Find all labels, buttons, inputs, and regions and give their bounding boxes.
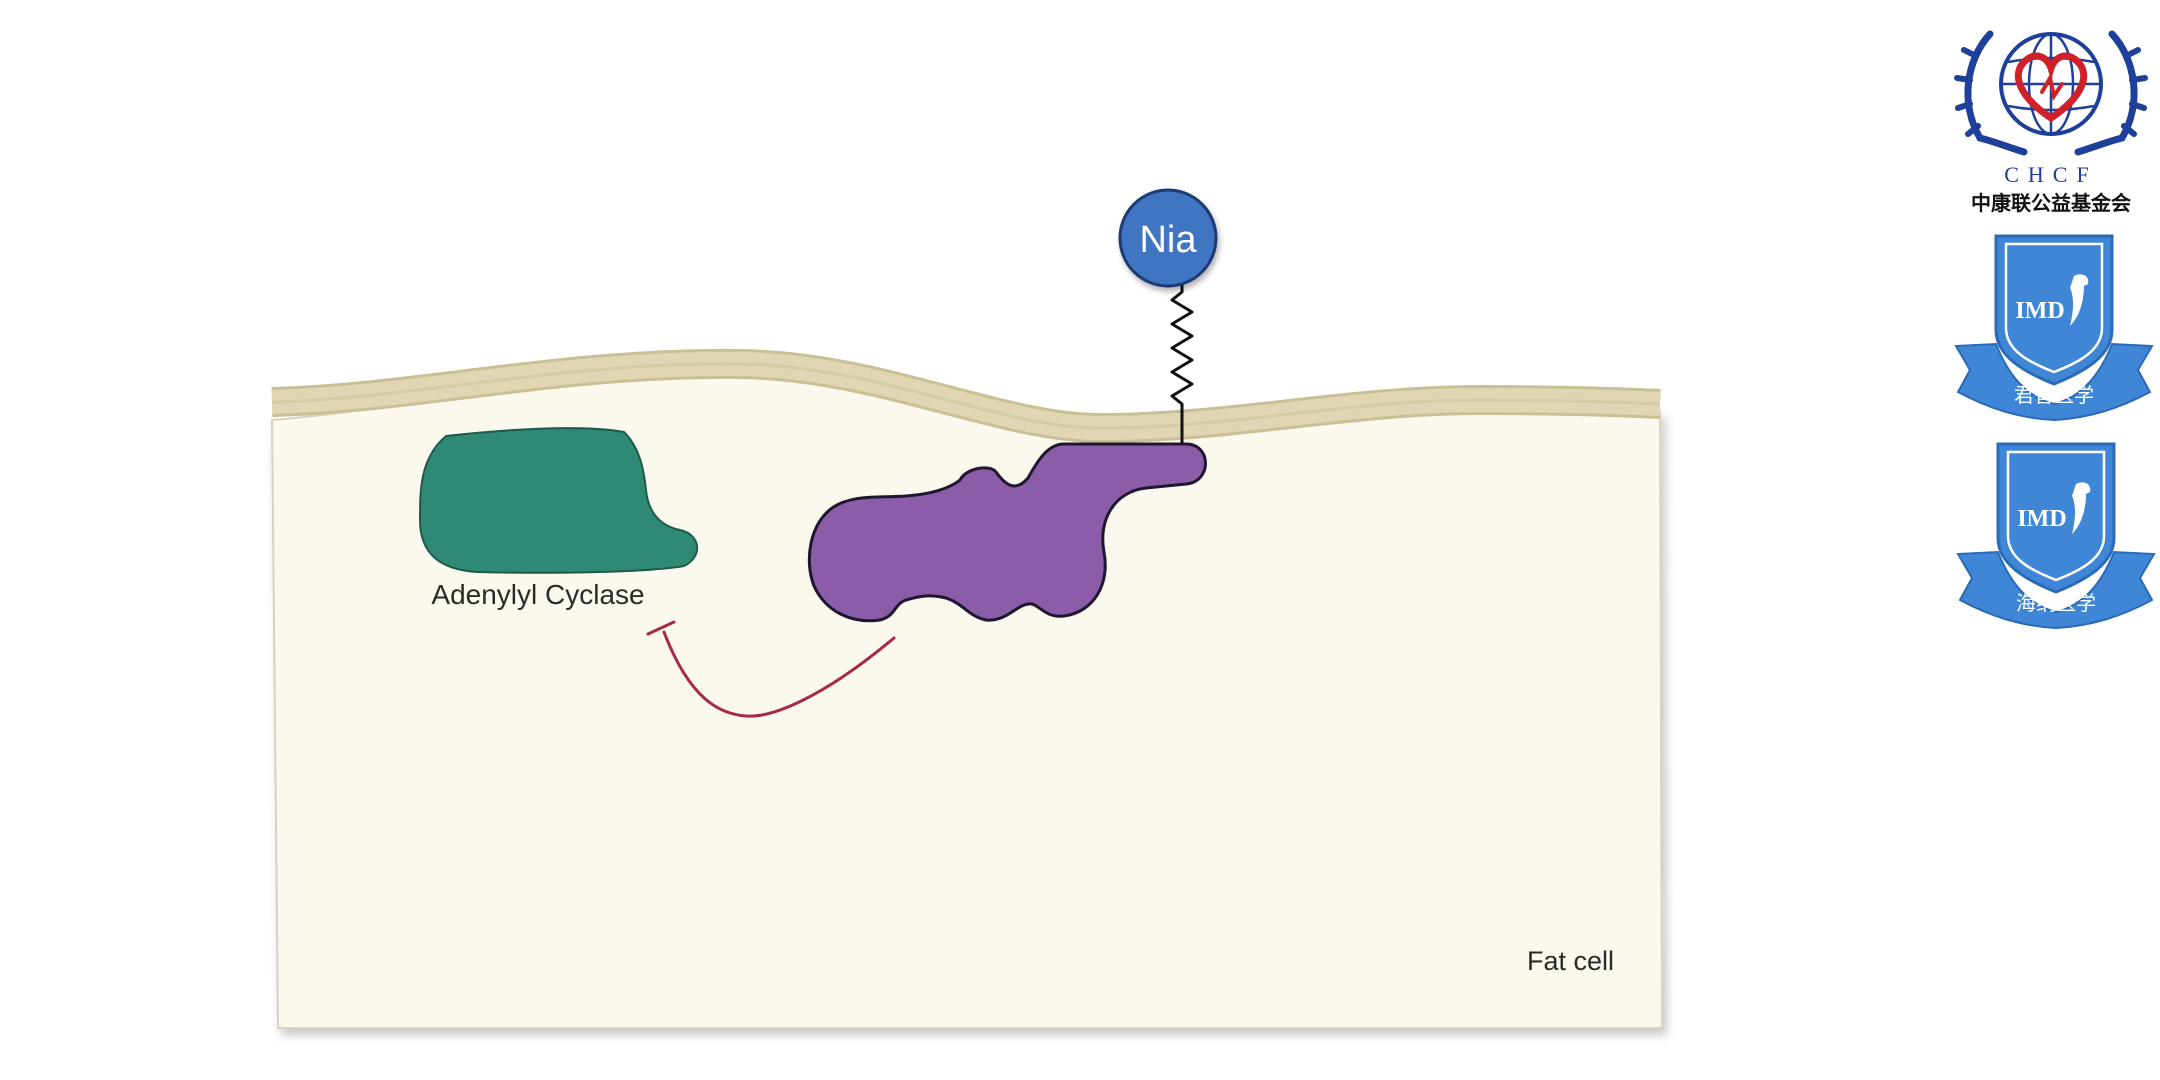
nia-ligand-ball	[1118, 188, 1218, 288]
membrane-center-line	[271, 362, 1661, 430]
adenylyl-cyclase-label: Adenylyl Cyclase	[431, 579, 644, 610]
imd-badge-1-ribbon-text: 君智医学	[2014, 383, 2094, 407]
inhibition-arrow	[646, 620, 896, 718]
nia-ligand: Nia	[1118, 188, 1218, 288]
imd-badge-2: IMD 海纳医学	[1956, 442, 2156, 630]
receptor-protein	[807, 442, 1207, 623]
adenylyl-cyclase-shape	[418, 427, 699, 574]
chcf-logo: CHCF 中康联公益基金会	[1954, 30, 2148, 215]
inhibition-bar	[646, 620, 676, 636]
shield-bird-emblem	[1996, 442, 2116, 594]
heart-icon	[2014, 52, 2088, 123]
inhibition-curve	[662, 630, 896, 718]
bird-icon	[2072, 482, 2091, 534]
shield-bird-emblem	[1994, 234, 2114, 386]
receptor-spring-linker	[1170, 284, 1194, 444]
imd-badge-1-text: IMD	[2015, 298, 2064, 324]
chcf-acronym: CHCF	[2004, 162, 2097, 187]
imd-badge-2-ribbon-text: 海纳医学	[2016, 591, 2096, 615]
badge-shield	[1996, 442, 2116, 594]
chcf-name: 中康联公益基金会	[1971, 191, 2131, 215]
badge-shield	[1994, 234, 2114, 386]
cell-membrane	[271, 348, 1661, 444]
bird-icon	[2070, 274, 2089, 326]
fat-cell-label: Fat cell	[1527, 946, 1614, 976]
badge-ribbon-2	[1956, 550, 2156, 630]
badge-ribbon-1	[1954, 342, 2154, 422]
globe-heart-emblem	[1954, 30, 2148, 156]
nia-ligand-label: Nia	[1139, 219, 1197, 261]
imd-badge-2-text: IMD	[2017, 506, 2066, 532]
imd-badge-1: IMD 君智医学	[1954, 234, 2154, 422]
